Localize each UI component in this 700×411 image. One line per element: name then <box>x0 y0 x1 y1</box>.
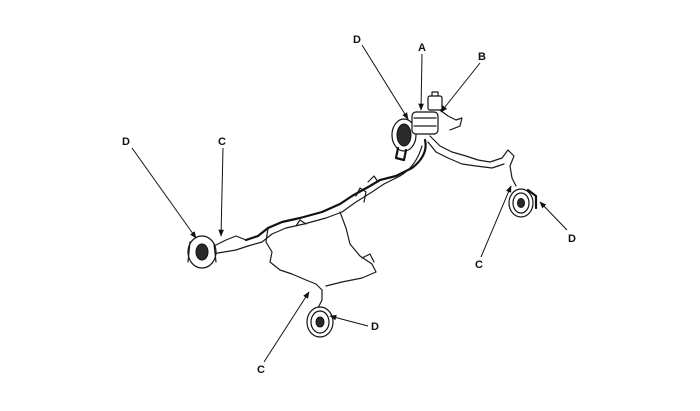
secondary-brake-line <box>247 145 423 247</box>
right-front-brake <box>508 188 538 218</box>
right-front-line <box>429 135 517 187</box>
rear-cross-line <box>325 211 377 287</box>
leader-d-bottom <box>329 314 369 327</box>
clip-3 <box>361 253 375 263</box>
main-brake-line <box>244 138 427 242</box>
label-a: A <box>418 42 426 54</box>
left-rear-brake <box>187 235 217 269</box>
clip-1 <box>355 187 367 203</box>
label-b: B <box>478 51 486 63</box>
master-cylinder-body <box>411 111 439 135</box>
rear-center-hub <box>315 316 325 328</box>
brake-lines <box>209 135 517 309</box>
label-d-top: D <box>353 34 361 46</box>
left-rear-line-2 <box>211 245 249 255</box>
booster-face <box>396 123 412 147</box>
rear-loop-line <box>265 227 323 291</box>
label-d-right: D <box>568 233 576 245</box>
rear-center-brake <box>306 306 334 338</box>
leader-b <box>440 62 481 113</box>
callout-labels: A B D C D C D C D <box>122 34 576 376</box>
leader-a <box>418 53 424 111</box>
leader-c-right <box>480 185 512 258</box>
reservoir <box>427 95 443 111</box>
left-rear-hub <box>195 243 209 261</box>
label-c-right: C <box>475 259 483 271</box>
label-d-bottom: D <box>371 321 379 333</box>
leader-c-left <box>218 147 224 237</box>
clip-2 <box>367 175 379 183</box>
label-c-left: C <box>218 136 226 148</box>
rear-hose-line <box>317 289 323 309</box>
label-c-bottom: C <box>257 364 265 376</box>
leader-d-left <box>131 147 197 239</box>
leader-lines <box>131 44 568 363</box>
right-front-hub <box>517 198 525 208</box>
leader-d-right <box>539 201 568 231</box>
right-front-line-2 <box>427 141 505 169</box>
right-front-caliper <box>526 188 538 210</box>
pedal-bracket <box>394 146 408 162</box>
leader-c-bottom <box>263 291 310 363</box>
vacuum-hose <box>439 109 463 131</box>
leader-d-top <box>361 44 409 120</box>
left-rear-backing <box>187 241 217 263</box>
master-cylinder-assembly <box>391 91 463 162</box>
label-d-left: D <box>122 136 130 148</box>
reservoir-cap <box>431 91 439 97</box>
master-cylinder-detail <box>413 117 437 127</box>
clip-4 <box>295 219 307 227</box>
